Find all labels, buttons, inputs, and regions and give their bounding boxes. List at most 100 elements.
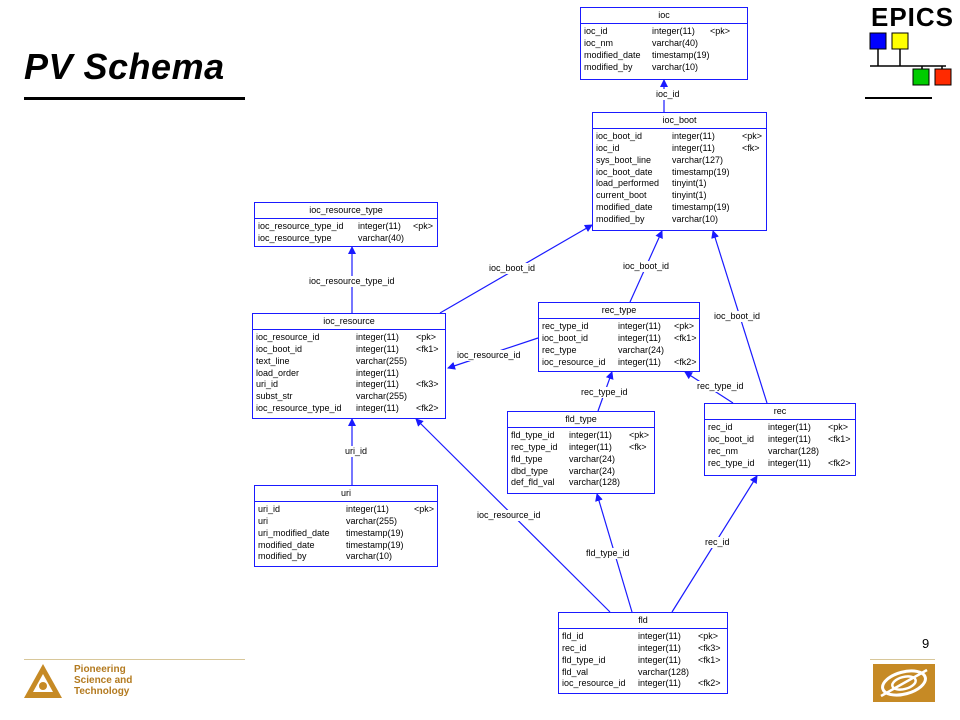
epics-logo-icon [869,32,952,86]
column-type: varchar(10) [672,213,719,224]
column-name: fld_id [562,631,584,641]
column-name: load_order [256,367,300,378]
footer-rule-right [870,659,935,660]
column-key [413,233,438,245]
rel-label-ioc-resource-id-fld: ioc_resource_id [476,510,542,521]
column-type: integer(11) [638,631,681,641]
column-type: integer(11) [356,379,399,390]
column-name: ioc_resource_id [562,678,626,689]
column-type: varchar(255) [356,355,408,366]
epics-logo-text: EPICS [871,2,955,32]
column-key [742,214,768,226]
rel-label-ioc-boot-id-rec-type: ioc_boot_id [622,261,671,272]
lab-emblem-icon [873,664,935,702]
entity-column-row: uri varchar(255) [258,516,434,528]
footer-rule-left [24,659,245,660]
column-key [828,446,856,458]
column-type: integer(11) [638,654,681,665]
column-name: ioc_resource_type_id [256,403,342,414]
column-key: <fk1> [698,654,721,665]
column-name: load_performed [596,178,660,189]
column-type: varchar(128) [638,666,690,677]
column-type: varchar(40) [358,232,405,243]
column-name: rec_id [708,422,733,432]
column-key [414,516,438,528]
entity-column-row: fld_val varchar(128) [562,667,724,679]
column-name: modified_by [584,61,633,72]
logo-underline [865,97,932,99]
column-type: varchar(255) [346,515,398,526]
column-name: ioc_id [596,142,620,153]
column-name: subst_str [256,391,293,402]
column-name: text_line [256,355,290,366]
rel-label-ioc-boot-id-resource: ioc_boot_id [488,263,537,274]
rel-label-rec-type-id-rec: rec_type_id [696,381,745,392]
column-type: integer(11) [768,457,811,468]
column-key [414,540,438,552]
column-type: integer(11) [672,131,715,141]
column-name: rec_type_id [708,457,755,468]
column-type: integer(11) [346,504,389,514]
column-name: modified_by [596,213,645,224]
entity-uri-columns: uri_id integer(11) <pk> uri varchar(255) uri_… [255,502,437,565]
column-type: varchar(128) [569,477,621,488]
column-type: integer(11) [618,332,661,343]
column-type: varchar(128) [768,445,820,456]
entity-column-row: modified_by varchar(10) [596,214,763,226]
column-name: fld_val [562,666,589,677]
entity-rec-type-name: rec_type [539,303,699,319]
column-key [742,178,768,190]
column-name: current_boot [596,190,647,201]
argonne-logo-icon [24,664,62,698]
entity-column-row: text_line varchar(255) [256,356,442,368]
column-key: <fk> [742,142,760,153]
column-type: integer(11) [569,441,612,452]
entity-rec-name: rec [705,404,855,420]
column-type: timestamp(19) [346,539,404,550]
column-type: varchar(24) [618,344,665,355]
column-key: <fk2> [416,403,439,414]
column-key [710,62,740,74]
column-key [629,477,653,489]
column-type: varchar(127) [672,154,724,165]
column-key [742,190,768,202]
column-name: uri_id [258,504,281,514]
entity-fld-name: fld [559,613,727,629]
column-key: <pk> [413,221,434,231]
column-name: uri [258,515,269,526]
column-type: varchar(24) [569,465,616,476]
rel-label-ioc-boot-id-rec: ioc_boot_id [713,311,762,322]
column-key [710,38,740,50]
column-type: varchar(255) [356,391,408,402]
column-name: ioc_boot_date [596,166,653,177]
column-key: <pk> [414,504,435,514]
column-name: rec_type_id [511,441,558,452]
column-name: ioc_resource_type [258,232,332,243]
column-key: <pk> [674,321,695,331]
tagline-line-1: Pioneering [74,664,126,675]
column-type: varchar(40) [652,37,699,48]
column-type: timestamp(19) [346,527,404,538]
